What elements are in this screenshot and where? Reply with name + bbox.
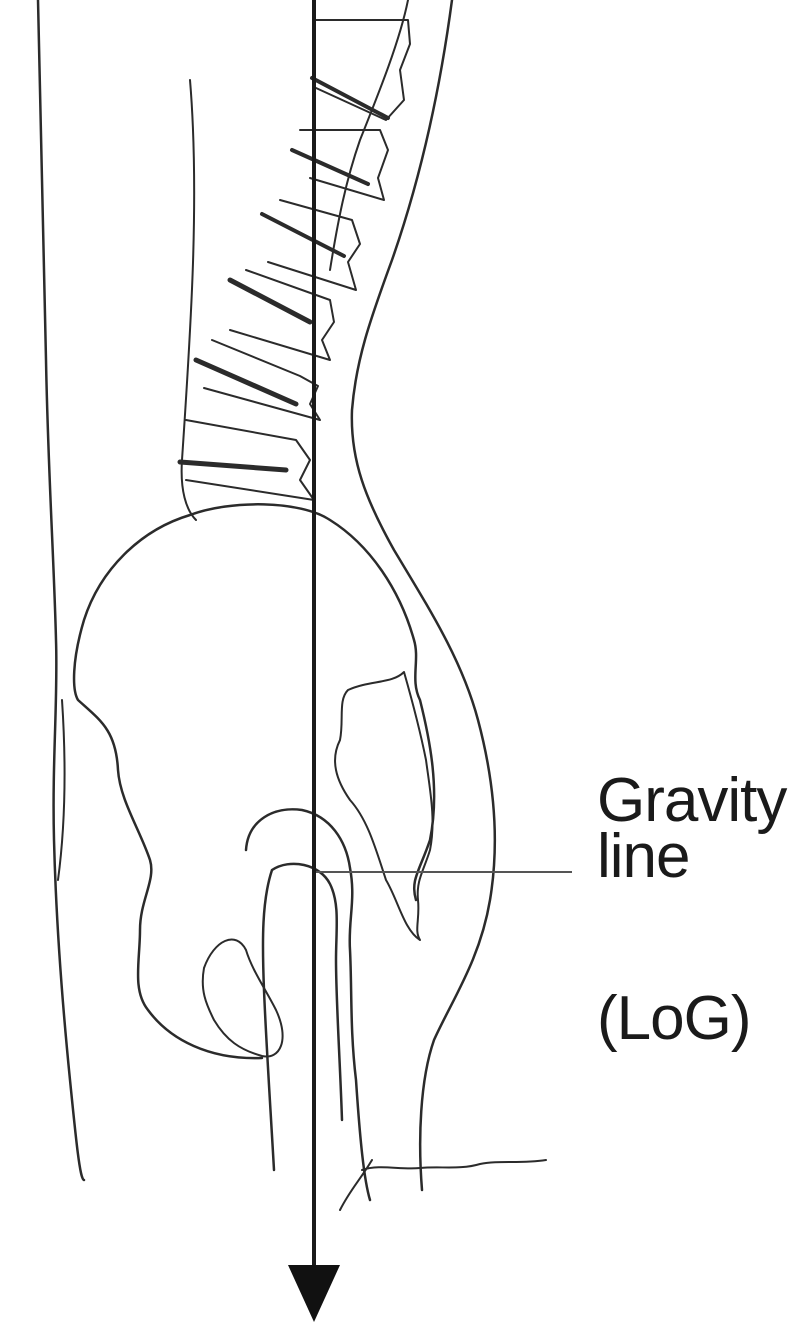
body-outline-back-inner xyxy=(330,0,408,270)
gravity-line-label-line3: (LoG) xyxy=(597,988,750,1050)
body-outline-front-inner xyxy=(58,700,65,880)
gravity-arrowhead xyxy=(288,1265,340,1322)
artist-signature xyxy=(340,1160,546,1210)
sacrum xyxy=(335,672,433,940)
femur xyxy=(246,809,370,1200)
lumbar-spine xyxy=(180,20,410,520)
gravity-line-label-line2: line xyxy=(597,826,690,888)
body-outline-front xyxy=(38,0,84,1180)
pelvis-ilium xyxy=(74,504,434,1058)
body-outline-back xyxy=(352,0,495,1190)
ischium xyxy=(203,940,283,1057)
